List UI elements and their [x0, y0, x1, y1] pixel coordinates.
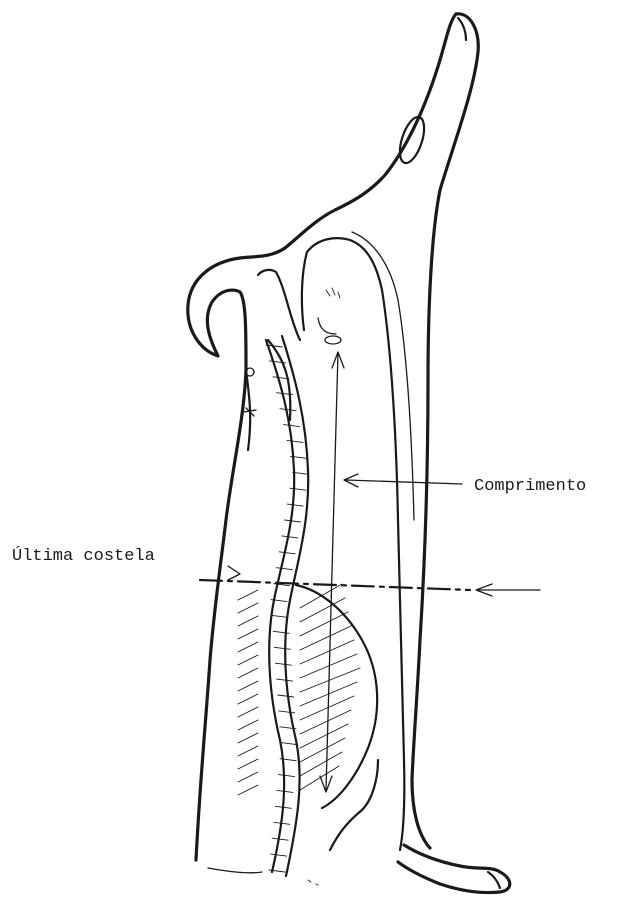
- hatch-stroke: [238, 681, 258, 691]
- hatch-stroke: [277, 679, 293, 681]
- hatch-stroke: [238, 616, 258, 626]
- hatch-stroke: [300, 696, 354, 720]
- hatch-stroke: [300, 766, 339, 790]
- hatch-stroke: [274, 647, 290, 649]
- hatch-stroke: [300, 654, 357, 678]
- hatch-stroke: [271, 854, 287, 856]
- hatch-stroke: [279, 552, 295, 554]
- hatch-stroke: [238, 603, 258, 613]
- hatch-stroke: [238, 590, 258, 600]
- hatch-stroke: [300, 668, 360, 692]
- hatch-stroke: [285, 520, 301, 522]
- hatch-stroke: [238, 746, 258, 756]
- hatch-stroke: [238, 720, 258, 730]
- length-label: Comprimento: [474, 477, 586, 496]
- hatch-stroke: [278, 695, 294, 697]
- neck-markers: [244, 288, 341, 416]
- hatch-stroke: [238, 707, 258, 717]
- length-pointer: [344, 474, 462, 487]
- hatch-stroke: [238, 785, 258, 795]
- hatch-stroke: [238, 629, 258, 639]
- last-rib-label: Última costela: [12, 546, 155, 566]
- hatch-stroke: [238, 655, 258, 665]
- hatch-stroke: [238, 733, 258, 743]
- hatch-stroke: [300, 626, 351, 650]
- hatch-stroke: [276, 568, 292, 570]
- hatch-stroke: [280, 409, 296, 411]
- hatch-stroke: [300, 612, 348, 636]
- hatch-stroke: [238, 694, 258, 704]
- hatch-stroke: [238, 759, 258, 769]
- hatch-stroke: [290, 488, 306, 490]
- hatch-stroke: [300, 710, 351, 734]
- spine: [266, 336, 309, 876]
- hatch-stroke: [282, 536, 298, 538]
- hatch-stroke: [300, 640, 354, 664]
- hatch-stroke: [287, 440, 303, 442]
- hatch-stroke: [238, 668, 258, 678]
- hatch-stroke: [272, 615, 288, 617]
- hatch-stroke: [272, 838, 288, 840]
- hatch-stroke: [238, 642, 258, 652]
- hatch-stroke: [238, 772, 258, 782]
- hatch-stroke: [282, 743, 298, 745]
- flank-hatching: [238, 584, 377, 808]
- hatch-stroke: [279, 711, 295, 713]
- carcass-outline: [188, 14, 510, 893]
- hatch-stroke: [287, 504, 303, 506]
- hatch-stroke: [275, 663, 291, 665]
- hatch-stroke: [300, 752, 342, 776]
- hatch-stroke: [279, 775, 295, 777]
- hatch-stroke: [300, 738, 345, 762]
- length-measure: [320, 352, 344, 792]
- specks: [308, 880, 318, 885]
- hatch-stroke: [300, 724, 348, 748]
- last-rib-line: [200, 566, 540, 596]
- hatch-stroke: [284, 425, 300, 427]
